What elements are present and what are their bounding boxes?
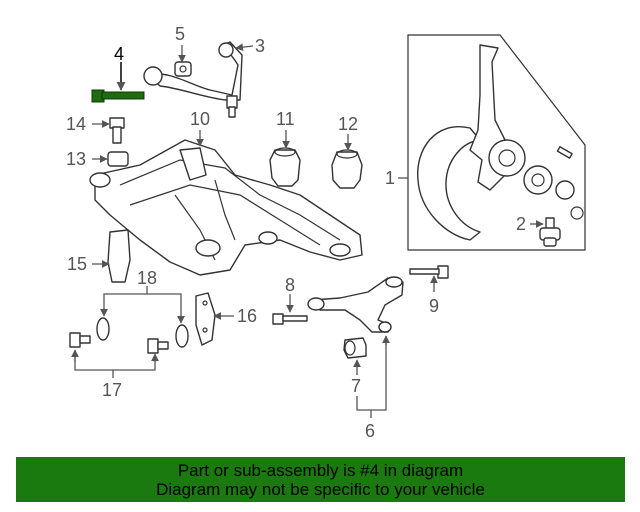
part-11-bushing xyxy=(269,147,301,187)
part-7-bushing xyxy=(343,337,367,359)
callout-17: 17 xyxy=(102,380,122,400)
part-17-bolts xyxy=(69,332,169,354)
callout-5: 5 xyxy=(175,24,185,44)
callout-9: 9 xyxy=(429,296,439,316)
part-15-plate xyxy=(107,229,131,283)
wheel-bearing xyxy=(555,180,575,200)
callout-13: 13 xyxy=(66,149,86,169)
leader-lines xyxy=(71,43,544,418)
callout-7: 7 xyxy=(351,376,361,396)
front-subframe xyxy=(89,139,363,276)
callout-labels: 4 5 3 14 13 10 11 12 1 2 15 18 16 8 9 7 … xyxy=(66,24,526,441)
part-14-bolt xyxy=(109,117,125,144)
hub-flange xyxy=(523,165,553,195)
callout-16: 16 xyxy=(237,306,257,326)
ball-joint xyxy=(539,217,561,247)
callout-18: 18 xyxy=(137,268,157,288)
callout-4: 4 xyxy=(114,44,124,64)
part-9-bolt xyxy=(409,265,449,279)
banner-line-2: Diagram may not be specific to your vehi… xyxy=(156,480,485,499)
callout-15: 15 xyxy=(67,254,87,274)
callout-12: 12 xyxy=(338,114,358,134)
upper-control-arm xyxy=(143,41,243,118)
banner-line-1: Part or sub-assembly is #4 in diagram xyxy=(177,461,464,480)
part-8-bolt xyxy=(272,313,308,325)
snap-ring xyxy=(570,206,584,220)
hub-bolt xyxy=(556,146,573,159)
callout-2: 2 xyxy=(516,214,526,234)
knuckle-inset-panel xyxy=(407,34,586,251)
part-16-plate xyxy=(195,292,216,346)
callout-14: 14 xyxy=(66,114,86,134)
callout-3: 3 xyxy=(255,36,265,56)
part-5-nut xyxy=(174,61,192,77)
part-4-bolt-highlighted xyxy=(91,89,145,103)
lower-control-arm xyxy=(307,276,404,333)
callout-8: 8 xyxy=(285,275,295,295)
diagram-notice-banner: Part or sub-assembly is #4 in diagram Di… xyxy=(16,457,625,502)
callout-11: 11 xyxy=(276,109,295,129)
callout-6: 6 xyxy=(365,421,375,441)
part-18-washers xyxy=(96,317,189,348)
wheel-hub xyxy=(488,139,526,177)
parts-diagram: 4 5 3 14 13 10 11 12 1 2 15 18 16 8 9 7 … xyxy=(66,24,586,441)
part-13-bushing xyxy=(107,151,129,167)
brake-dust-shield xyxy=(417,126,481,241)
callout-10: 10 xyxy=(190,109,210,129)
callout-1: 1 xyxy=(385,168,395,188)
part-12-bushing xyxy=(331,149,363,189)
